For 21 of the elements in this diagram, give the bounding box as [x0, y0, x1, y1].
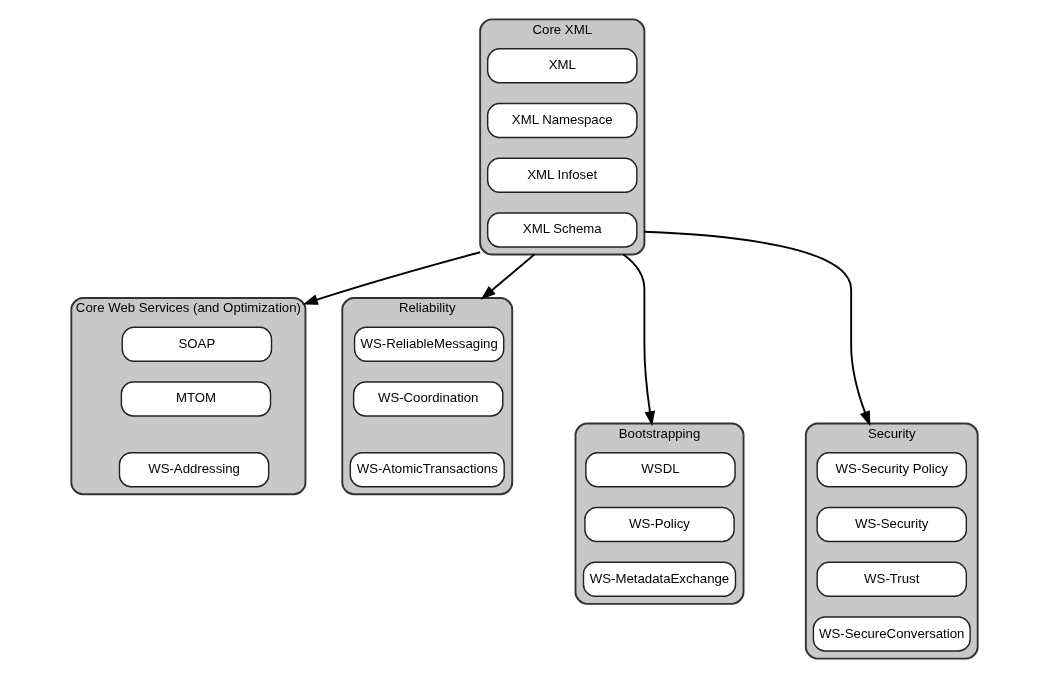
node-box: XML: [486, 48, 638, 84]
node-box: SOAP: [121, 326, 272, 362]
node-box: XML Infoset: [486, 157, 638, 193]
node-box: WS-Trust: [815, 561, 967, 597]
arrow: [642, 230, 870, 427]
node-box: WS-Security: [815, 506, 967, 543]
node-box: WS-Security Policy: [815, 452, 967, 488]
arrow: [621, 253, 655, 427]
node-box: WS-AtomicTransactions: [349, 452, 505, 488]
node-box: MTOM: [120, 381, 271, 417]
node-box: WS-SecureConversation: [812, 616, 971, 652]
node-box: WS-Coordination: [352, 381, 503, 417]
arrow: [302, 251, 481, 305]
node-box: WS-ReliableMessaging: [353, 326, 504, 362]
node-box: XML Namespace: [486, 102, 638, 139]
node-box: WS-MetadataExchange: [582, 561, 736, 597]
node-box: WS-Addressing: [118, 452, 269, 488]
arrow: [480, 253, 535, 300]
node-box: WSDL: [584, 452, 736, 488]
node-box: XML Schema: [486, 212, 638, 248]
node-box: WS-Policy: [583, 506, 735, 543]
